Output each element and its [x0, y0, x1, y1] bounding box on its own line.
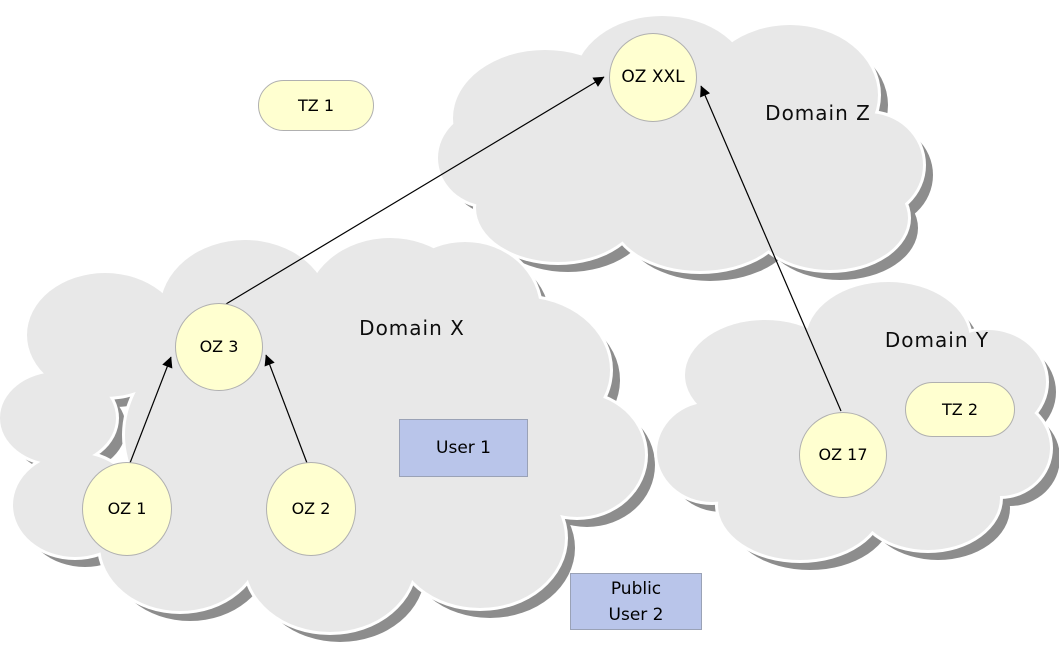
zone-node-oz-xxl: OZ XXL	[609, 33, 697, 122]
zone-node-oz-3: OZ 3	[175, 303, 263, 391]
cloud-domain-z-body	[438, 16, 923, 271]
zone-node-oz-17: OZ 17	[799, 412, 887, 498]
arrows-group	[129, 76, 842, 464]
domain-y-label: Domain Y	[884, 328, 990, 352]
user-box-user-1: User 1	[399, 419, 528, 477]
zone-node-oz-2: OZ 2	[266, 462, 356, 556]
cloud-domain-x-body	[0, 238, 645, 632]
arrow-oz3-to-ozxxl	[225, 76, 605, 305]
arrow-oz1-to-oz3	[129, 356, 173, 464]
cloud-domain-z	[435, 13, 933, 281]
zone-node-tz-1: TZ 1	[258, 80, 374, 131]
arrow-oz2-to-oz3	[264, 354, 308, 464]
arrow-oz17-to-ozxxl	[700, 85, 842, 412]
zone-node-tz-2: TZ 2	[905, 382, 1015, 437]
user-box-public-user-2: Public User 2	[570, 573, 702, 630]
zone-node-oz-1: OZ 1	[82, 462, 172, 556]
cloud-domain-x	[0, 235, 655, 642]
domain-x-label: Domain X	[359, 316, 465, 340]
domain-z-label: Domain Z	[765, 101, 871, 125]
